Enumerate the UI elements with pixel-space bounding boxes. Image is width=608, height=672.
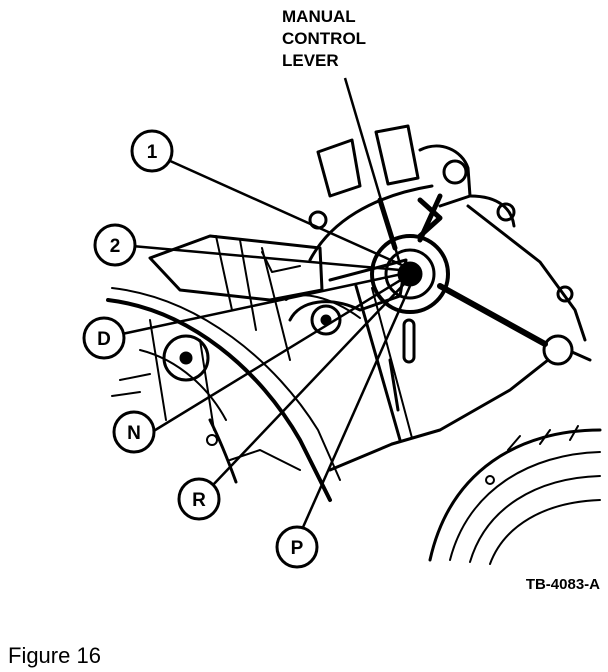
callout-p: P — [275, 525, 319, 569]
leader-line-d — [121, 272, 403, 336]
leader-line-p — [298, 285, 412, 535]
leader-lines — [121, 77, 412, 535]
drawing-code: TB-4083-A — [526, 576, 600, 593]
svg-text:1: 1 — [147, 142, 158, 163]
callout-d: D — [82, 316, 126, 360]
svg-text:2: 2 — [110, 236, 121, 257]
svg-text:CONTROL: CONTROL — [282, 29, 366, 48]
leader-line-lever — [343, 77, 402, 265]
leader-line-1 — [167, 158, 405, 268]
svg-text:N: N — [127, 423, 141, 444]
leader-line-n — [151, 276, 405, 434]
leader-line-2 — [131, 244, 401, 272]
svg-text:D: D — [97, 329, 111, 350]
svg-text:MANUAL: MANUAL — [282, 7, 356, 26]
callout-r: R — [177, 477, 221, 521]
callout-n: N — [112, 410, 156, 454]
figure-caption: Figure 16 — [8, 643, 101, 668]
callout-2: 2 — [93, 223, 137, 267]
lever-label: MANUAL CONTROL LEVER — [282, 7, 366, 70]
svg-text:LEVER: LEVER — [282, 51, 339, 70]
leader-line-r — [211, 281, 407, 487]
callout-1: 1 — [130, 129, 174, 173]
svg-text:P: P — [291, 538, 304, 559]
svg-text:R: R — [192, 490, 206, 511]
